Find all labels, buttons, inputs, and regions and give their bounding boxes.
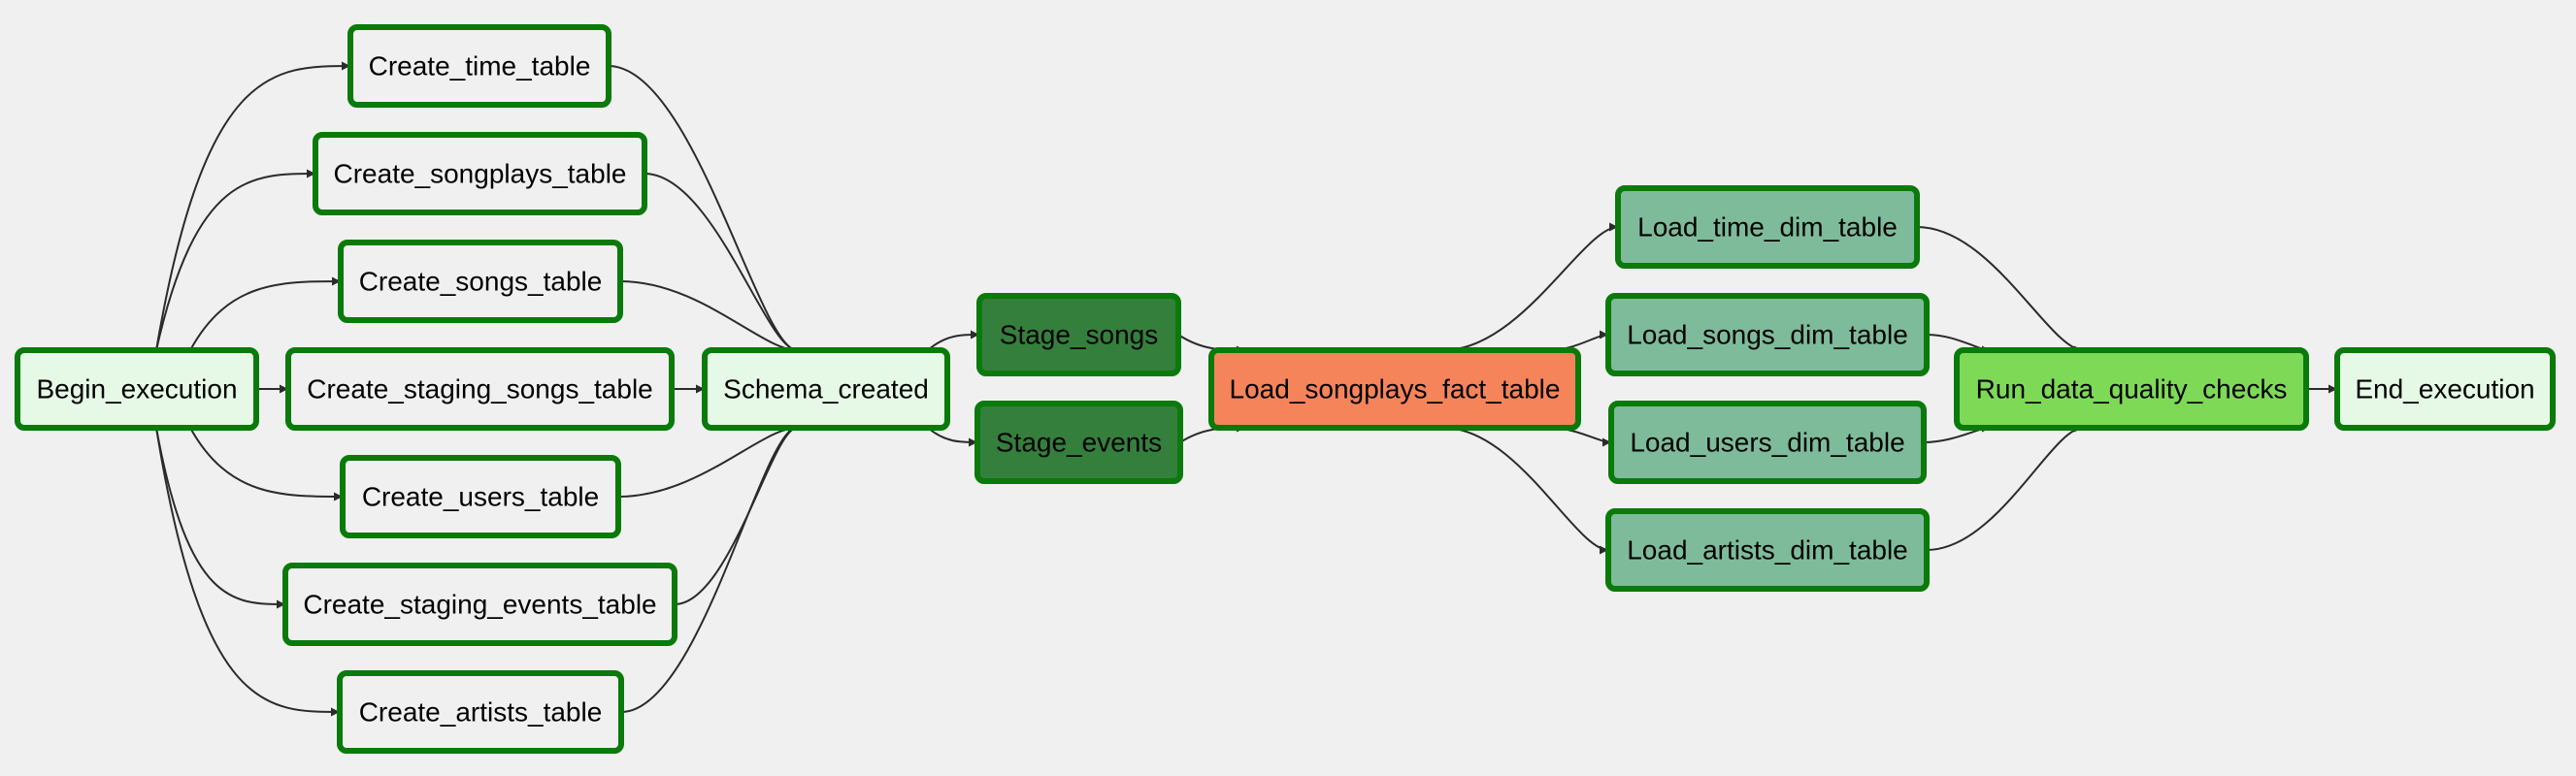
node-label: Load_songplays_fact_table (1230, 374, 1561, 404)
node-label: Create_staging_songs_table (307, 374, 652, 404)
node-box (338, 240, 623, 323)
node-box (282, 563, 677, 646)
node-label: Create_artists_table (359, 697, 603, 728)
node-end-execution[interactable]: End_execution (2334, 347, 2556, 431)
edge-begin-execution-to-create-users-table (189, 427, 344, 501)
edge-path (155, 61, 351, 351)
node-label: Create_staging_events_table (303, 590, 656, 620)
edge-begin-execution-to-create-staging-events-table (155, 427, 286, 609)
node-box (1605, 508, 1930, 592)
node-create-users-table[interactable]: Create_users_table (340, 455, 621, 538)
node-label: Create_time_table (369, 51, 591, 81)
node-label: End_execution (2355, 374, 2534, 404)
edge-path (155, 427, 286, 609)
edge-path (608, 65, 798, 355)
node-label: Create_users_table (362, 482, 599, 512)
edge-load-time-dim-table-to-run-data-quality-checks (1916, 226, 2084, 355)
edge-begin-execution-to-create-songs-table (189, 276, 342, 351)
edge-create-songs-table-to-schema-created (619, 280, 798, 355)
node-layer: Begin_execution Create_time_tableCreate_s… (15, 24, 2556, 754)
edge-schema-created-to-stage-songs (927, 330, 980, 351)
node-create-staging-songs-table[interactable]: Create_staging_songs_table (285, 347, 675, 431)
edge-create-songplays-table-to-schema-created (644, 173, 798, 355)
edge-create-time-table-to-schema-created (608, 65, 798, 355)
node-load-songplays-fact-table[interactable]: Load_songplays_fact_table (1208, 347, 1581, 431)
node-box (702, 347, 950, 431)
node-label: Load_users_dim_table (1630, 428, 1904, 458)
node-stage-events[interactable]: Stage_events (974, 401, 1183, 484)
node-create-time-table[interactable]: Create_time_table (347, 24, 611, 108)
node-load-time-dim-table[interactable]: Load_time_dim_table (1615, 185, 1920, 269)
node-label: Create_songplays_table (334, 159, 627, 189)
edge-path (674, 423, 798, 605)
node-begin-execution[interactable]: Begin_execution (15, 347, 259, 431)
node-box (2334, 347, 2556, 431)
edge-path (927, 330, 980, 351)
edge-path (155, 169, 316, 351)
edge-path (1916, 226, 2084, 355)
node-label: Load_songs_dim_table (1627, 320, 1908, 350)
edge-begin-execution-to-create-artists-table (155, 427, 341, 717)
edge-layer (155, 61, 2337, 717)
node-create-artists-table[interactable]: Create_artists_table (337, 670, 624, 754)
edge-path (155, 427, 341, 717)
node-load-users-dim-table[interactable]: Load_users_dim_table (1608, 401, 1927, 484)
edge-path (617, 423, 798, 498)
node-load-artists-dim-table[interactable]: Load_artists_dim_table (1605, 508, 1930, 592)
node-label: Begin_execution (36, 374, 237, 404)
node-label: Stage_events (996, 428, 1162, 458)
edge-create-artists-table-to-schema-created (620, 423, 798, 713)
node-box (15, 347, 259, 431)
node-box (313, 132, 647, 215)
node-label: Stage_songs (1000, 320, 1158, 350)
edge-create-users-table-to-schema-created (617, 423, 798, 498)
edge-path (644, 173, 798, 355)
edge-begin-execution-to-create-time-table (155, 61, 351, 351)
node-box (337, 670, 624, 754)
node-label: Run_data_quality_checks (1976, 374, 2288, 404)
edge-path (619, 280, 798, 355)
node-box (347, 24, 611, 108)
edge-schema-created-to-stage-events (927, 427, 978, 447)
node-box (1208, 347, 1581, 431)
edge-path (1442, 427, 1609, 555)
node-box (1608, 401, 1927, 484)
edge-load-songplays-fact-table-to-load-time-dim-table (1442, 222, 1619, 351)
edge-path (620, 423, 798, 713)
node-create-staging-events-table[interactable]: Create_staging_events_table (282, 563, 677, 646)
node-box (340, 455, 621, 538)
node-schema-created[interactable]: Schema_created (702, 347, 950, 431)
edge-path (1442, 222, 1619, 351)
node-box (1605, 293, 1930, 376)
node-box (1615, 185, 1920, 269)
node-create-songplays-table[interactable]: Create_songplays_table (313, 132, 647, 215)
node-label: Schema_created (723, 374, 929, 404)
node-box (1954, 347, 2309, 431)
node-box (285, 347, 675, 431)
node-run-data-quality-checks[interactable]: Run_data_quality_checks (1954, 347, 2309, 431)
edge-load-artists-dim-table-to-run-data-quality-checks (1926, 423, 2084, 551)
node-box (976, 293, 1181, 376)
node-create-songs-table[interactable]: Create_songs_table (338, 240, 623, 323)
node-label: Load_time_dim_table (1637, 212, 1898, 242)
edge-path (189, 427, 344, 501)
edge-create-staging-events-table-to-schema-created (674, 423, 798, 605)
edge-path (189, 276, 342, 351)
edge-load-songplays-fact-table-to-load-artists-dim-table (1442, 427, 1609, 555)
node-stage-songs[interactable]: Stage_songs (976, 293, 1181, 376)
node-label: Create_songs_table (359, 267, 603, 297)
node-label: Load_artists_dim_table (1627, 535, 1908, 566)
edge-path (927, 427, 978, 447)
node-load-songs-dim-table[interactable]: Load_songs_dim_table (1605, 293, 1930, 376)
node-box (974, 401, 1183, 484)
edge-begin-execution-to-create-songplays-table (155, 169, 316, 351)
edge-path (1926, 423, 2084, 551)
